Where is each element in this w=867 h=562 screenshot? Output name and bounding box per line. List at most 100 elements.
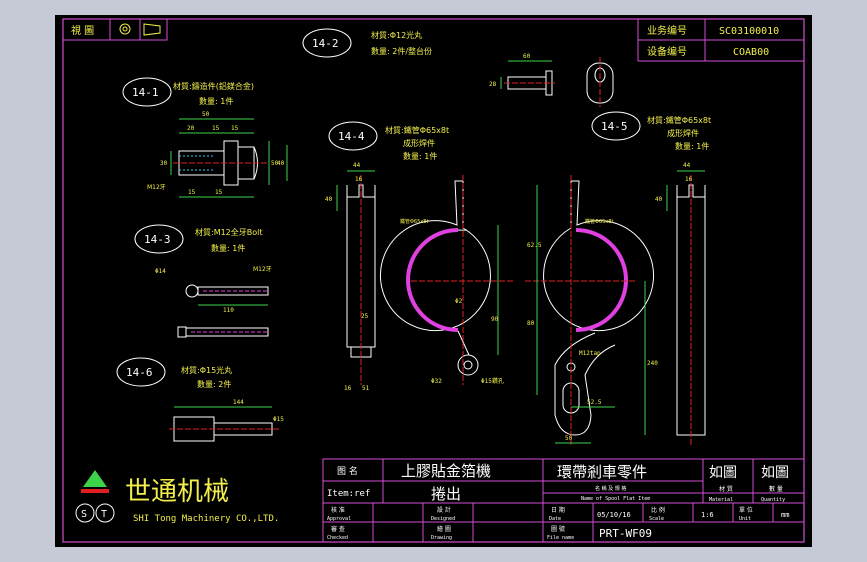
tb-unit-sub: Unit	[739, 516, 751, 522]
svg-text:S: S	[81, 509, 87, 520]
tb-check-label: 審 查	[331, 525, 345, 533]
part-material-14-1: 材質:鑄造件(鋁鎂合金)	[173, 81, 254, 91]
dim-14-5-tube: 鐵管Φ65x8t	[585, 218, 613, 225]
dim-14-1-d: 15	[231, 125, 239, 132]
dim-14-2-length: 60	[523, 53, 531, 60]
tb-file-label: 圖 號	[551, 525, 565, 533]
logo-t-badge-icon	[95, 503, 115, 523]
tb-date-label: 日 期	[551, 506, 565, 514]
tb-date-value: 05/10/16	[597, 511, 631, 519]
dim-14-5-d: 50	[565, 435, 573, 442]
dim-14-1-b: 20	[187, 125, 195, 132]
tb-check-sub: Checked	[327, 535, 348, 541]
tb-date-sub: Date	[549, 516, 561, 522]
dim-14-4-width: 44	[353, 162, 361, 169]
part-material-14-4: 材質:鐵管Φ65x8t	[385, 125, 449, 135]
part-material-14-3: 材質:M12全牙Bolt	[195, 227, 263, 237]
drawing-sheet: 視 圖 业务编号 SC03100010 设备编号 COAB00 14-2 材質:…	[55, 15, 812, 547]
part-14-4: 14-4 材質:鐵管Φ65x8t 成形焊件 數量: 1件 44 16 40 25…	[325, 121, 515, 392]
dim-14-4-d: 90	[491, 316, 499, 323]
dim-14-1-c: 15	[212, 125, 220, 132]
dim-14-5-width: 44	[683, 162, 691, 169]
part-tag-14-2	[302, 28, 352, 58]
logo-en: SHI Tong Machinery CO.,LTD.	[133, 514, 279, 524]
part-process-14-5: 成形焊件	[667, 128, 699, 138]
dim-14-4-f: Φ15鑽孔	[481, 377, 504, 385]
part-qty-14-6: 數量: 2件	[197, 379, 231, 389]
tb-material-sub: Material	[709, 497, 733, 503]
dim-14-4-a: 25	[361, 313, 369, 320]
part-14-1: 14-1 材質:鑄造件(鋁鎂合金) 數量: 1件 50 20 15 15 M12…	[122, 77, 288, 198]
tb-material-value: 如圖	[709, 465, 737, 481]
part-process-14-4: 成形焊件	[403, 138, 435, 148]
dim-14-1-a: 50	[202, 111, 210, 118]
tb-scale-sub: Scale	[649, 516, 664, 522]
equipment-no-label: 设备编号	[647, 45, 687, 58]
dim-14-6-dia: Φ15	[273, 416, 284, 423]
tb-approve-label: 核 准	[331, 506, 345, 514]
dim-14-1-f: 15	[215, 189, 223, 196]
tb-name-label: 图 名	[337, 465, 358, 477]
tb-draw-label: 繪 圖	[437, 525, 451, 533]
part-id-14-6: 14-6	[126, 366, 153, 379]
tb-unit-label: 單 位	[739, 506, 753, 514]
equipment-no-value: COAB00	[733, 47, 769, 58]
dim-14-5-a: 62.5	[527, 242, 542, 249]
tb-scale-value: 1:6	[701, 511, 714, 519]
logo-cn: 世通机械	[125, 477, 229, 507]
part-tag-14-3	[134, 224, 184, 254]
part-qty-14-1: 數量: 1件	[199, 96, 233, 106]
cad-drawing-canvas: 視 圖 业务编号 SC03100010 设备编号 COAB00 14-2 材質:…	[62, 18, 805, 543]
dim-14-2-dia: 28	[489, 81, 497, 88]
view-box: 視 圖	[62, 18, 168, 41]
part-14-2: 14-2 材質:Φ12光丸 數量: 2件/整台份 60 28	[302, 28, 614, 107]
projection-circle-icon	[119, 23, 131, 35]
dim-14-1-i: 40	[277, 160, 285, 167]
dim-14-4-b: 16	[344, 385, 352, 392]
part-14-5: 14-5 材質:鐵管Φ65x8t 成形焊件 數量: 1件 62.5 80 M12…	[525, 111, 711, 445]
logo-s-badge-icon	[75, 503, 95, 523]
tb-part-title: 環帶剎車零件	[557, 463, 647, 481]
tb-qty-value: 如圖	[761, 465, 789, 481]
dim-14-4-g: Φ2	[455, 298, 463, 305]
dim-14-5-tap: M12tap	[579, 350, 601, 357]
logo-triangle-icon	[83, 470, 107, 487]
tb-title-line1: 上膠貼金箔機	[401, 462, 491, 480]
part-material-14-2: 材質:Φ12光丸	[371, 30, 422, 40]
part-tag-14-6	[116, 357, 166, 387]
tb-design-sub: Designed	[431, 516, 455, 522]
part-qty-14-5: 數量: 1件	[675, 141, 709, 151]
dim-14-3-thread: M12牙	[253, 266, 272, 273]
tb-draw-sub: Drawing	[431, 535, 452, 541]
part-qty-14-2: 數量: 2件/整台份	[371, 46, 432, 56]
tb-file-sub: File name	[547, 535, 574, 541]
dim-14-4-slot: 16	[355, 176, 363, 183]
tb-material-label: 材 質	[719, 485, 733, 493]
business-no-value: SC03100010	[719, 26, 779, 37]
dim-14-3-dia: Φ14	[155, 268, 166, 275]
part-14-6: 14-6 材質:Φ15光丸 數量: 2件 144 Φ15	[116, 357, 284, 442]
dim-14-5-b: 80	[527, 320, 535, 327]
tb-name-sub: 名 稱 及 規 格	[595, 485, 626, 492]
dim-14-5-slot: 16	[685, 176, 693, 183]
dim-14-4-tube: 鐵管Φ65x8t	[400, 218, 428, 225]
dim-14-5-height: 40	[655, 196, 663, 203]
part-qty-14-4: 數量: 1件	[403, 151, 437, 161]
part-material-14-6: 材質:Φ15光丸	[181, 365, 232, 375]
part-tag-14-4	[328, 121, 378, 151]
tb-title-line2: 捲出	[431, 485, 461, 503]
dim-14-4-c: 51	[362, 385, 370, 392]
dim-14-6-length: 144	[233, 399, 244, 406]
company-logo: S T 世通机械 SHI Tong Machinery CO.,LTD.	[75, 470, 279, 524]
dim-14-1-g: 30	[160, 160, 168, 167]
part-tag-14-1	[122, 77, 172, 107]
tb-qty-label: 數 量	[769, 485, 783, 493]
tb-part-subtitle: Name of Spool Flat Item	[581, 496, 650, 502]
tb-design-label: 設 計	[437, 506, 451, 514]
dim-14-4-height: 40	[325, 196, 333, 203]
tb-file-value: PRT-WF09	[599, 527, 652, 540]
info-block: 业务编号 SC03100010 设备编号 COAB00	[637, 18, 805, 62]
dim-14-5-c: 52.5	[587, 399, 602, 406]
part-id-14-3: 14-3	[144, 233, 171, 246]
tb-unit-value: mm	[781, 511, 789, 519]
